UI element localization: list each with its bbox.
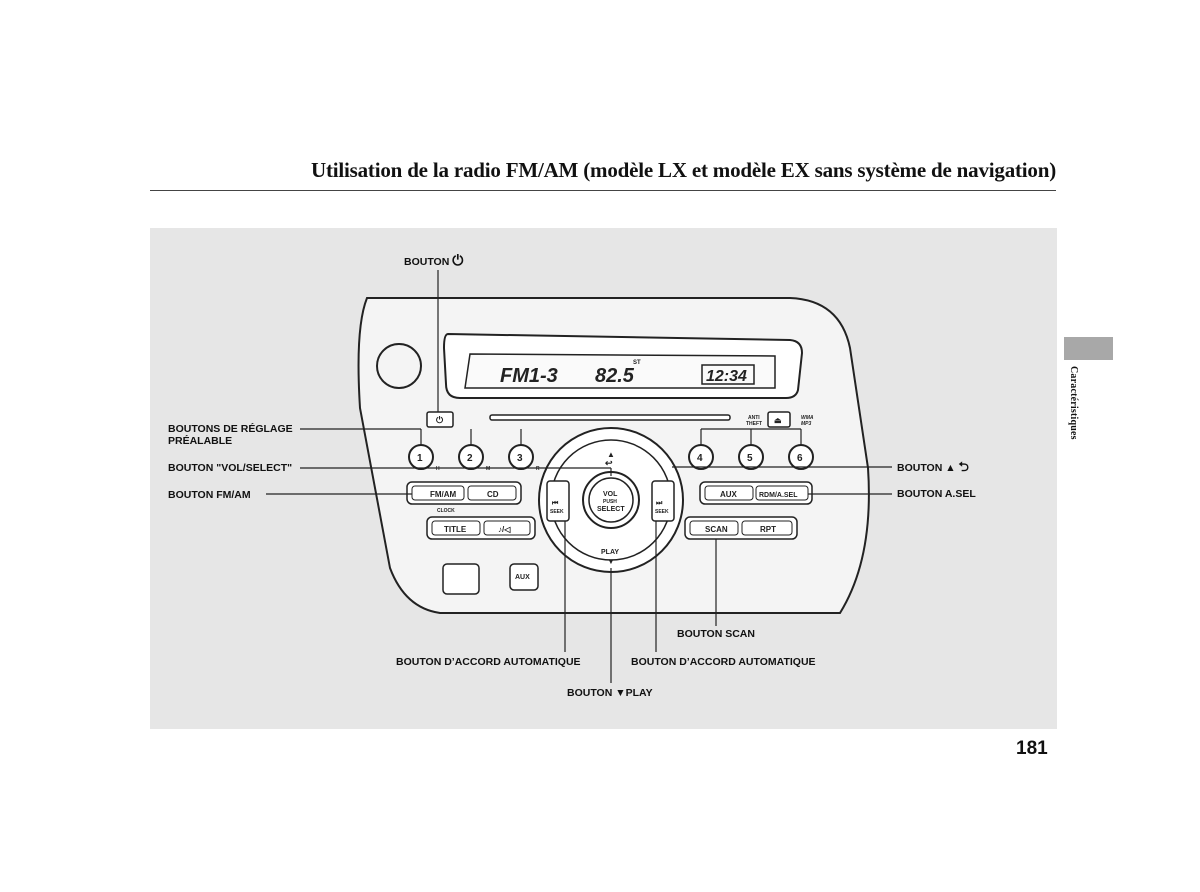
preset-5-label: 5 xyxy=(747,453,753,464)
preset-3-label: 3 xyxy=(517,453,523,464)
label-up-back: BOUTON ▲ ⮌ xyxy=(897,459,969,474)
display-st: ST xyxy=(633,360,641,366)
cd-label: CD xyxy=(487,490,499,499)
power-button-icon: ⏻ xyxy=(436,415,444,425)
preset-sub-h: H xyxy=(436,466,440,472)
preset-2-label: 2 xyxy=(467,453,473,464)
title-button[interactable] xyxy=(431,520,481,536)
power-button[interactable] xyxy=(426,411,454,428)
knob-push-label: PUSH xyxy=(603,499,617,505)
rpt-button[interactable] xyxy=(741,520,793,536)
display-freq: 82.5 xyxy=(595,365,635,387)
rdm-asel-button[interactable] xyxy=(755,485,809,501)
label-scan: BOUTON SCAN xyxy=(677,628,755,640)
eject-button[interactable] xyxy=(767,411,791,428)
back-icon: ↩ xyxy=(605,458,613,468)
aux-button[interactable] xyxy=(704,485,754,501)
eject-icon: ⏏ xyxy=(774,416,782,425)
label-asel: BOUTON A.SEL xyxy=(897,488,976,500)
display-band: FM1-3 xyxy=(500,365,558,387)
scan-button[interactable] xyxy=(689,520,739,536)
fmam-label: FM/AM xyxy=(430,490,457,499)
note-button[interactable] xyxy=(483,520,531,536)
seek-left-label: SEEK xyxy=(550,509,564,515)
play-label: PLAY xyxy=(601,549,619,556)
label-fm-am: BOUTON FM/AM xyxy=(168,489,251,501)
rpt-label: RPT xyxy=(760,525,776,534)
wma-label: WMA xyxy=(801,415,814,421)
fmam-button[interactable] xyxy=(411,485,465,501)
knob-vol-label: VOL xyxy=(603,491,618,498)
label-vol-select: BOUTON "VOL/SELECT" xyxy=(168,462,293,474)
scan-label: SCAN xyxy=(705,525,728,534)
page-number: 181 xyxy=(1016,738,1048,759)
anti-theft-label: ANTI xyxy=(748,415,760,421)
seek-right-icon: ⏭ xyxy=(656,500,663,507)
cd-slot xyxy=(489,414,731,421)
anti-theft-label-2: THEFT xyxy=(746,421,762,427)
radio-diagram: FM1-3 82.5 ST 12:34 ⏻ ⏏ ANTI THEFT WMA M… xyxy=(266,270,892,683)
section-label: Caractéristiques xyxy=(1068,366,1079,440)
label-seek-left: BOUTON D’ACCORD AUTOMATIQUE xyxy=(396,656,581,668)
label-seek-right: BOUTON D’ACCORD AUTOMATIQUE xyxy=(631,656,816,668)
down-arrow-icon: ▼ xyxy=(607,557,615,566)
rdm-label: RDM/A.SEL xyxy=(759,492,798,499)
preset-4-label: 4 xyxy=(697,453,703,464)
preset-6-label: 6 xyxy=(797,453,803,464)
display-clock: 12:34 xyxy=(706,368,747,385)
up-arrow-icon: ▲ xyxy=(607,450,615,459)
label-power: BOUTON ⏻ xyxy=(404,252,464,268)
blank-switch xyxy=(442,563,480,595)
aux-jack[interactable] xyxy=(509,563,539,591)
preset-1-label: 1 xyxy=(417,453,423,464)
seek-right-button[interactable] xyxy=(651,480,675,522)
leader-lines xyxy=(266,270,892,683)
mp3-label: MP3 xyxy=(801,421,812,427)
title-rule xyxy=(150,190,1056,191)
knob-select-label: SELECT xyxy=(597,506,625,513)
aux-label: AUX xyxy=(720,490,738,499)
label-preset: BOUTONS DE RÉGLAGE PRÉALABLE xyxy=(168,423,293,447)
section-tab xyxy=(1064,337,1113,360)
preset-sub-r: R xyxy=(536,466,540,472)
seek-right-label: SEEK xyxy=(655,509,669,515)
seek-left-icon: ⏮ xyxy=(552,500,559,507)
preset-sub-m: M xyxy=(486,466,490,472)
cd-button[interactable] xyxy=(467,485,517,501)
vol-select-knob[interactable] xyxy=(588,477,634,523)
label-play: BOUTON ▼PLAY xyxy=(567,687,653,699)
page-title: Utilisation de la radio FM/AM (modèle LX… xyxy=(311,158,1056,182)
note-label: ♪/◁ xyxy=(498,525,511,534)
left-knob xyxy=(376,343,422,389)
back-arrow-icon: ⮌ xyxy=(958,459,969,474)
aux-jack-label: AUX xyxy=(515,574,530,581)
seek-left-button[interactable] xyxy=(546,480,570,522)
display-window xyxy=(464,353,776,389)
title-label: TITLE xyxy=(444,525,467,534)
power-symbol-icon: ⏻ xyxy=(452,252,464,268)
display-clock-box xyxy=(701,364,755,385)
clock-label: CLOCK xyxy=(437,508,455,514)
